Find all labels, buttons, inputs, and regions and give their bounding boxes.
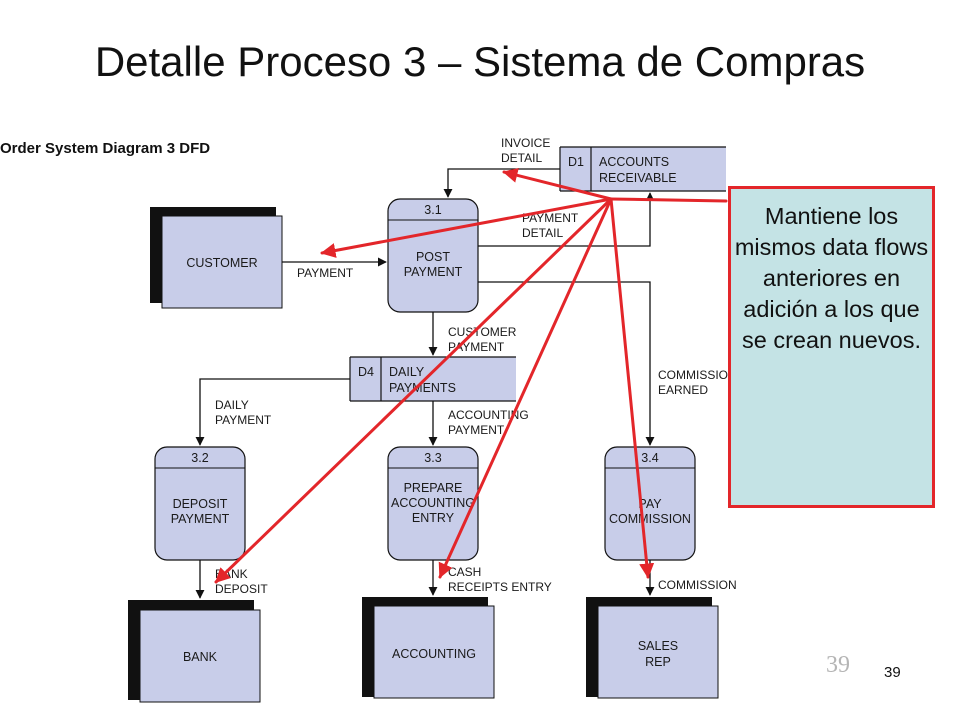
flow-payment-detail [478, 192, 655, 247]
label-commission-earned-1: COMMISSION [658, 368, 737, 382]
process-3-3-name-3: ENTRY [412, 511, 455, 525]
red-arrow-callout-connector [609, 197, 728, 203]
label-accounting-payment-2: PAYMENT [448, 423, 505, 437]
process-3-4-name-1: PAY [638, 497, 662, 511]
red-arrow-invoice-detail [502, 168, 613, 201]
process-3-3-name-1: PREPARE [404, 481, 463, 495]
label-payment-detail-1: PAYMENT [522, 211, 579, 225]
process-3-4-name-2: COMMISSION [609, 512, 691, 526]
entity-sales-rep-label-1: SALES [638, 639, 678, 653]
flow-daily-payment [195, 378, 350, 446]
label-payment-detail-2: DETAIL [522, 226, 563, 240]
entity-customer-label: CUSTOMER [186, 256, 257, 270]
process-3-3: 3.3 PREPARE ACCOUNTING ENTRY [387, 446, 479, 561]
callout-box: Mantiene los mismos data flows anteriore… [728, 186, 935, 508]
slide-title: Detalle Proceso 3 – Sistema de Compras [94, 38, 866, 85]
process-3-1-id: 3.1 [424, 203, 441, 217]
data-store-d4-id: D4 [358, 365, 374, 379]
process-3-2-id: 3.2 [191, 451, 208, 465]
process-3-1: 3.1 POST PAYMENT [387, 198, 479, 313]
process-3-4: 3.4 PAY COMMISSION [604, 446, 696, 561]
label-accounting-payment-1: ACCOUNTING [448, 408, 529, 422]
entity-sales-rep-label-2: REP [645, 655, 671, 669]
entity-accounting-label: ACCOUNTING [392, 647, 476, 661]
entity-bank-label: BANK [183, 650, 218, 664]
red-arrow-payment [320, 197, 613, 258]
label-cash-receipts-entry-2: RECEIPTS ENTRY [448, 580, 552, 594]
label-daily-payment-1: DAILY [215, 398, 249, 412]
red-arrow-cash-receipts-entry [438, 197, 613, 579]
label-bank-deposit-2: DEPOSIT [215, 582, 268, 596]
label-customer-payment-1: CUSTOMER [448, 325, 517, 339]
label-invoice-detail-1: INVOICE [501, 136, 550, 150]
label-commission: COMMISSION [658, 578, 737, 592]
process-3-3-name-2: ACCOUNTING [391, 496, 475, 510]
data-store-d1-id: D1 [568, 155, 584, 169]
process-3-2-name-1: DEPOSIT [173, 497, 228, 511]
page-number-large: 39 [826, 652, 850, 678]
data-store-d4: D4 DAILY PAYMENTS [349, 356, 516, 402]
label-invoice-detail-2: DETAIL [501, 151, 542, 165]
label-commission-earned-2: EARNED [658, 383, 708, 397]
process-3-1-name-2: PAYMENT [404, 265, 463, 279]
data-store-d1-name-1: ACCOUNTS [599, 155, 669, 169]
data-store-d4-name-1: DAILY [389, 365, 425, 379]
process-3-2-name-2: PAYMENT [171, 512, 230, 526]
process-3-3-id: 3.3 [424, 451, 441, 465]
diagram-title: Order System Diagram 3 DFD [0, 140, 210, 157]
label-cash-receipts-entry-1: CASH [448, 565, 481, 579]
process-3-2: 3.2 DEPOSIT PAYMENT [154, 446, 246, 561]
entity-sales-rep: SALES REP [586, 597, 719, 699]
flow-commission-earned [478, 281, 655, 446]
process-3-1-name-1: POST [416, 250, 450, 264]
label-daily-payment-2: PAYMENT [215, 413, 272, 427]
page-number-small: 39 [884, 664, 901, 681]
entity-customer: CUSTOMER [150, 207, 283, 309]
data-store-d4-name-2: PAYMENTS [389, 381, 456, 395]
red-arrow-bank-deposit [214, 197, 613, 584]
red-arrow-commission [609, 197, 655, 579]
label-payment: PAYMENT [297, 266, 354, 280]
process-3-4-id: 3.4 [641, 451, 658, 465]
entity-bank: BANK [128, 600, 261, 703]
entity-accounting: ACCOUNTING [362, 597, 495, 699]
flow-invoice-detail [443, 168, 560, 198]
data-store-d1: D1 ACCOUNTS RECEIVABLE [559, 146, 726, 192]
data-store-d1-name-2: RECEIVABLE [599, 171, 677, 185]
